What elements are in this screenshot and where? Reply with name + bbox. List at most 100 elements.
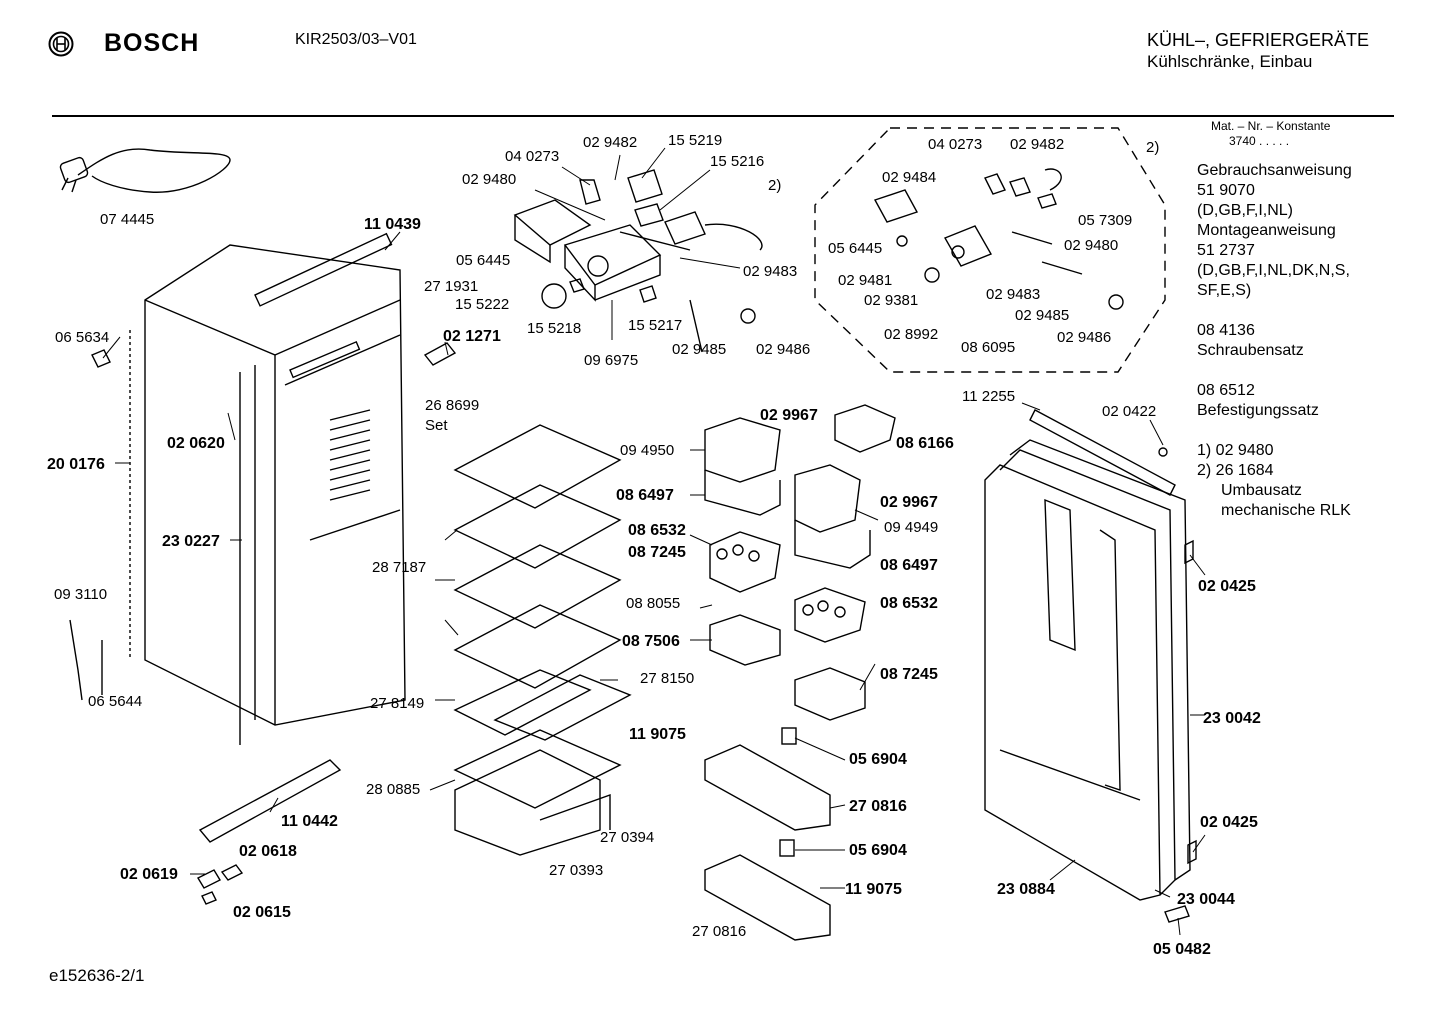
hinge-set-icon — [423, 342, 457, 366]
leader-lines — [102, 147, 1206, 936]
part-label: 02 9481 — [838, 272, 892, 289]
mat-value: 3740 . . . . . — [1229, 134, 1290, 148]
part-label: 02 9486 — [1057, 329, 1111, 346]
part-label: 27 8149 — [370, 695, 424, 712]
part-label: 05 6904 — [849, 751, 907, 768]
part-label: 11 9075 — [629, 726, 686, 743]
part-label: 23 0042 — [1203, 710, 1261, 727]
part-label: 02 1271 — [443, 328, 501, 345]
bracket-icon — [220, 864, 244, 881]
note-line: 08 6512 — [1197, 382, 1255, 399]
door-bins-icon — [704, 404, 896, 941]
part-label: 05 6445 — [828, 240, 882, 257]
footnotes: 1) 02 9480 2) 26 1684 Umbausatz mechanis… — [1197, 441, 1352, 521]
header-divider — [52, 115, 1394, 117]
part-label: 07 4445 — [100, 211, 154, 228]
part-label: 15 5222 — [455, 296, 509, 313]
note-line: SF,E,S) — [1197, 282, 1252, 299]
part-label: 15 5217 — [628, 317, 682, 334]
note-line: 51 9070 — [1197, 182, 1255, 199]
part-label: 2) — [1146, 139, 1159, 156]
part-label: 05 6904 — [849, 842, 907, 859]
footnote-line: 1) 02 9480 — [1197, 442, 1274, 459]
category-subtitle: Kühlschränke, Einbau — [1147, 52, 1313, 71]
part-label: 20 0176 — [47, 456, 105, 473]
part-label: 02 9381 — [864, 292, 918, 309]
footnote-line: 2) 26 1684 — [1197, 462, 1274, 479]
option-kit-boundary — [814, 127, 1166, 373]
material-number-block: Mat. – Nr. – Konstante 3740 . . . . . — [1211, 119, 1330, 149]
part-label: 02 9483 — [743, 263, 797, 280]
part-label: 02 9967 — [760, 407, 818, 424]
note-line: Montageanweisung — [1197, 222, 1336, 239]
thermostat-assembly-icon — [513, 169, 763, 353]
part-label: 23 0227 — [162, 533, 220, 550]
part-label: 02 0425 — [1198, 578, 1256, 595]
spacer-icon — [201, 891, 217, 905]
part-label: 27 0393 — [549, 862, 603, 879]
bosch-logo-icon — [48, 31, 74, 57]
part-label: 02 0619 — [120, 866, 178, 883]
part-label: 02 9480 — [462, 171, 516, 188]
part-label: 09 4949 — [884, 519, 938, 536]
model-number: KIR2503/03–V01 — [295, 31, 417, 48]
part-label: 02 9480 — [1064, 237, 1118, 254]
part-label: 28 7187 — [372, 559, 426, 576]
part-label: 02 9486 — [756, 341, 810, 358]
cabinet-body-icon — [129, 232, 406, 745]
part-label: 09 6975 — [584, 352, 638, 369]
part-label: 08 7245 — [880, 666, 938, 683]
part-label: 08 7245 — [628, 544, 686, 561]
part-label: 02 9485 — [672, 341, 726, 358]
part-label: 04 0273 — [928, 136, 982, 153]
part-label: 08 6532 — [880, 595, 938, 612]
part-label: 02 9967 — [880, 494, 938, 511]
note-line: Befestigungssatz — [1197, 402, 1319, 419]
part-label: 28 0885 — [366, 781, 420, 798]
notes-block: Gebrauchsanweisung 51 9070 (D,GB,F,I,NL)… — [1197, 161, 1352, 521]
mechanical-thermostat-kit-icon — [873, 168, 1124, 310]
bracket-icon — [197, 869, 221, 889]
part-label: 02 9482 — [1010, 136, 1064, 153]
part-label: 08 6532 — [628, 522, 686, 539]
part-label: 06 5644 — [88, 693, 142, 710]
mat-label: Mat. – Nr. – Konstante — [1211, 119, 1331, 133]
part-label: 02 0618 — [239, 843, 297, 860]
part-label: 08 6497 — [880, 557, 938, 574]
part-label: 27 8150 — [640, 670, 694, 687]
footnote-line: mechanische RLK — [1221, 502, 1351, 519]
part-label: 26 8699 — [425, 397, 479, 414]
part-label: 27 0816 — [849, 798, 907, 815]
part-label: 23 0044 — [1177, 891, 1235, 908]
part-label: 02 9482 — [583, 134, 637, 151]
part-label: 11 0439 — [364, 216, 421, 233]
glass-shelves-icon — [453, 424, 632, 856]
part-label: 08 6166 — [896, 435, 954, 452]
footnote-line: Umbausatz — [1221, 482, 1302, 499]
note-line: (D,GB,F,I,NL,DK,N,S, — [1197, 262, 1350, 279]
power-cord-icon — [59, 148, 231, 193]
part-label: 02 9483 — [986, 286, 1040, 303]
part-label: 08 8055 — [626, 595, 680, 612]
part-label: 15 5219 — [668, 132, 722, 149]
drawing-id: e152636-2/1 — [49, 966, 145, 985]
part-label: 06 5634 — [55, 329, 109, 346]
part-label: 02 0620 — [167, 435, 225, 452]
note-line: 51 2737 — [1197, 242, 1255, 259]
part-label: 02 0425 — [1200, 814, 1258, 831]
part-label: 04 0273 — [505, 148, 559, 165]
part-label: 02 0615 — [233, 904, 291, 921]
part-label: Set — [425, 417, 448, 434]
part-label: 15 5218 — [527, 320, 581, 337]
brand-name: BOSCH — [104, 29, 200, 57]
part-label: 05 0482 — [1153, 941, 1211, 958]
part-labels: 07 4445 11 0439 27 1931 06 5634 02 1271 … — [47, 132, 1261, 958]
sensor-cable-icon — [69, 619, 83, 701]
note-line: Gebrauchsanweisung — [1197, 162, 1352, 179]
door-assembly-icon — [984, 409, 1197, 923]
part-label: 09 3110 — [54, 586, 107, 603]
part-label: 05 7309 — [1078, 212, 1132, 229]
note-line: 08 4136 — [1197, 322, 1255, 339]
